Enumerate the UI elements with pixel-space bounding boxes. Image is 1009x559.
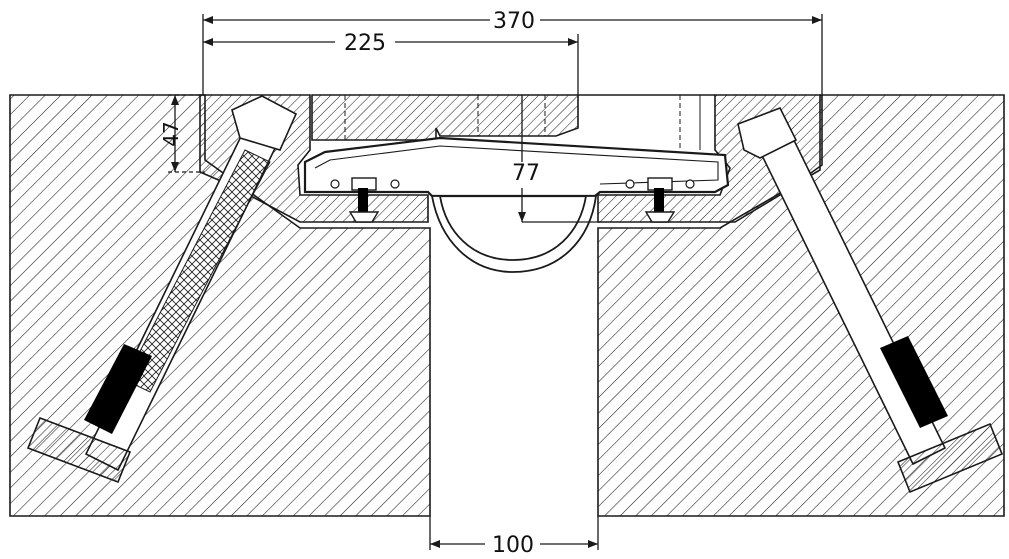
dimension-plate-thickness: 47 bbox=[159, 94, 205, 173]
depth-label: 77 bbox=[512, 161, 540, 186]
dimension-plate-width: 225 bbox=[203, 31, 579, 95]
dimension-gap: 100 bbox=[429, 516, 599, 558]
dimension-depth: 77 bbox=[512, 95, 600, 223]
gap-label: 100 bbox=[492, 533, 534, 558]
top-plate bbox=[311, 94, 579, 141]
overall-width-label: 370 bbox=[493, 9, 535, 34]
plate-thickness-label: 47 bbox=[159, 121, 183, 146]
dimension-overall-width: 370 bbox=[202, 9, 823, 95]
left-seal-clamp bbox=[330, 177, 400, 223]
plate-width-label: 225 bbox=[344, 31, 386, 56]
right-anchor-bolt bbox=[737, 106, 1004, 494]
left-anchor-bolt bbox=[26, 95, 298, 484]
right-seal-clamp bbox=[625, 177, 695, 223]
rubber-seal bbox=[430, 195, 598, 273]
